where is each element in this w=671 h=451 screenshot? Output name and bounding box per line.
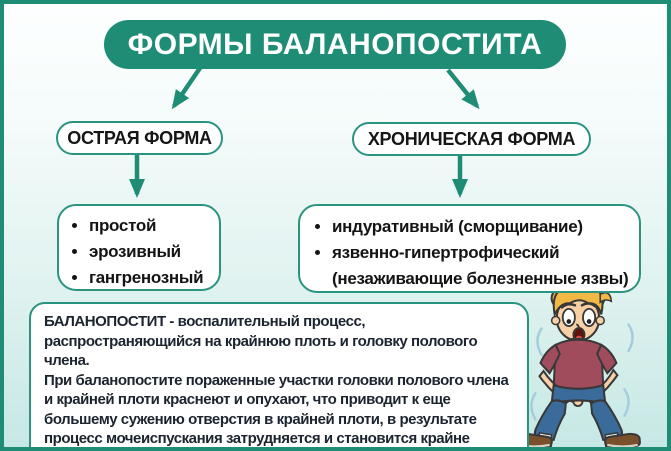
scared-man-illustration [516,282,641,447]
acute-form-pill: ОСТРАЯ ФОРМА [56,121,223,155]
tremble-marks [530,323,634,421]
acute-form-label: ОСТРАЯ ФОРМА [67,127,212,148]
right-leg [590,399,624,442]
arrow-title-to-acute [171,66,202,110]
description-box: БАЛАНОПОСТИТ - воспалительный процесс, р… [29,302,529,448]
arrow-title-to-chronic [446,68,480,110]
list-item: индуративный (сморщивание) [332,214,631,240]
tshirt [552,338,605,392]
page-title: ФОРМЫ БАЛАНОПОСТИТА [127,27,543,61]
description-paragraph-symptoms: При баланопостите пораженные участки гол… [44,371,509,448]
list-item: язвенно-гипертрофический (незаживающие б… [332,240,631,292]
list-item: эрозивный [89,239,215,265]
left-eye [561,307,576,327]
right-eye [582,307,597,327]
left-leg [533,399,567,442]
chronic-form-pill: ХРОНИЧЕСКАЯ ФОРМА [352,122,591,156]
right-shoe [604,432,641,447]
chronic-form-label: ХРОНИЧЕСКАЯ ФОРМА [367,128,576,149]
list-item: гангренозный [89,265,215,291]
eyebrows [560,302,597,309]
title-box: ФОРМЫ БАЛАНОПОСТИТА [104,20,566,69]
description-paragraph-definition: БАЛАНОПОСТИТ - воспалительный процесс, р… [44,313,478,369]
man-body [516,337,641,447]
acute-forms-list-box: простой эрозивный гангренозный [57,204,221,291]
chronic-forms-list-box: индуративный (сморщивание) язвенно-гипер… [298,204,641,293]
list-item: простой [89,213,215,239]
chronic-forms-list: индуративный (сморщивание) язвенно-гипер… [300,206,639,292]
acute-forms-list: простой эрозивный гангренозный [59,206,219,291]
